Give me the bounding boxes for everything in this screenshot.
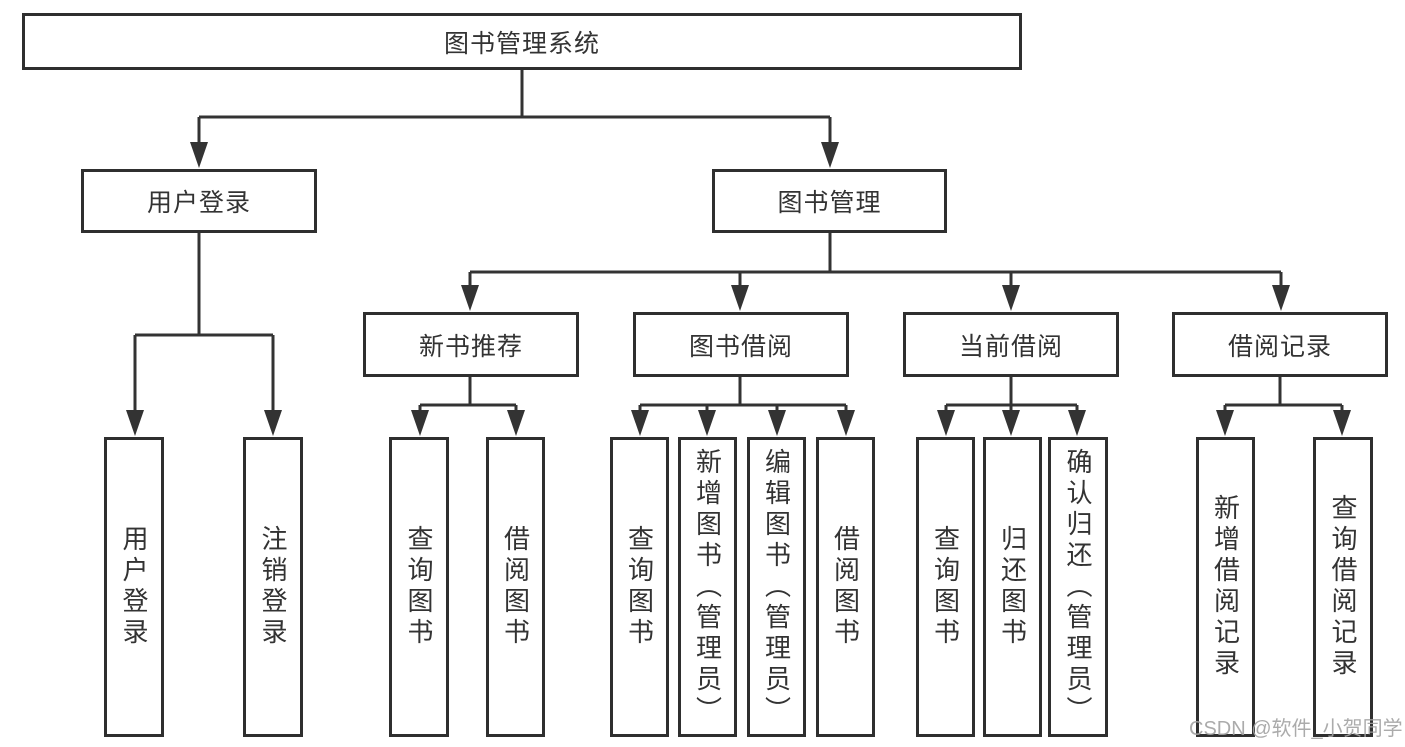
- node-current-confirm-return-admin: 确认归还（管理员）: [1048, 437, 1108, 737]
- node-current-return-books: 归还图书: [983, 437, 1042, 737]
- node-borrow-borrow-books: 借阅图书: [816, 437, 875, 737]
- node-book-management: 图书管理: [712, 169, 947, 233]
- node-records-add-record: 新增借阅记录: [1196, 437, 1255, 737]
- node-book-borrow: 图书借阅: [633, 312, 849, 377]
- arrowhead-icons: [126, 142, 1351, 436]
- node-user-login-action: 用户登录: [104, 437, 164, 737]
- node-current-borrow: 当前借阅: [903, 312, 1119, 377]
- node-new-book-recommend: 新书推荐: [363, 312, 579, 377]
- csdn-watermark: CSDN @软件_小贺同学: [1189, 718, 1403, 740]
- node-borrow-query-books: 查询图书: [610, 437, 669, 737]
- node-borrow-records: 借阅记录: [1172, 312, 1388, 377]
- node-borrow-edit-books-admin: 编辑图书（管理员）: [747, 437, 806, 737]
- node-current-query-books: 查询图书: [916, 437, 975, 737]
- node-user-login: 用户登录: [81, 169, 317, 233]
- node-logout-action: 注销登录: [243, 437, 303, 737]
- node-recommend-borrow-books: 借阅图书: [486, 437, 545, 737]
- node-records-query-record: 查询借阅记录: [1313, 437, 1373, 737]
- node-library-system: 图书管理系统: [22, 13, 1022, 70]
- node-borrow-add-books-admin: 新增图书（管理员）: [678, 437, 737, 737]
- node-recommend-query-books: 查询图书: [389, 437, 449, 737]
